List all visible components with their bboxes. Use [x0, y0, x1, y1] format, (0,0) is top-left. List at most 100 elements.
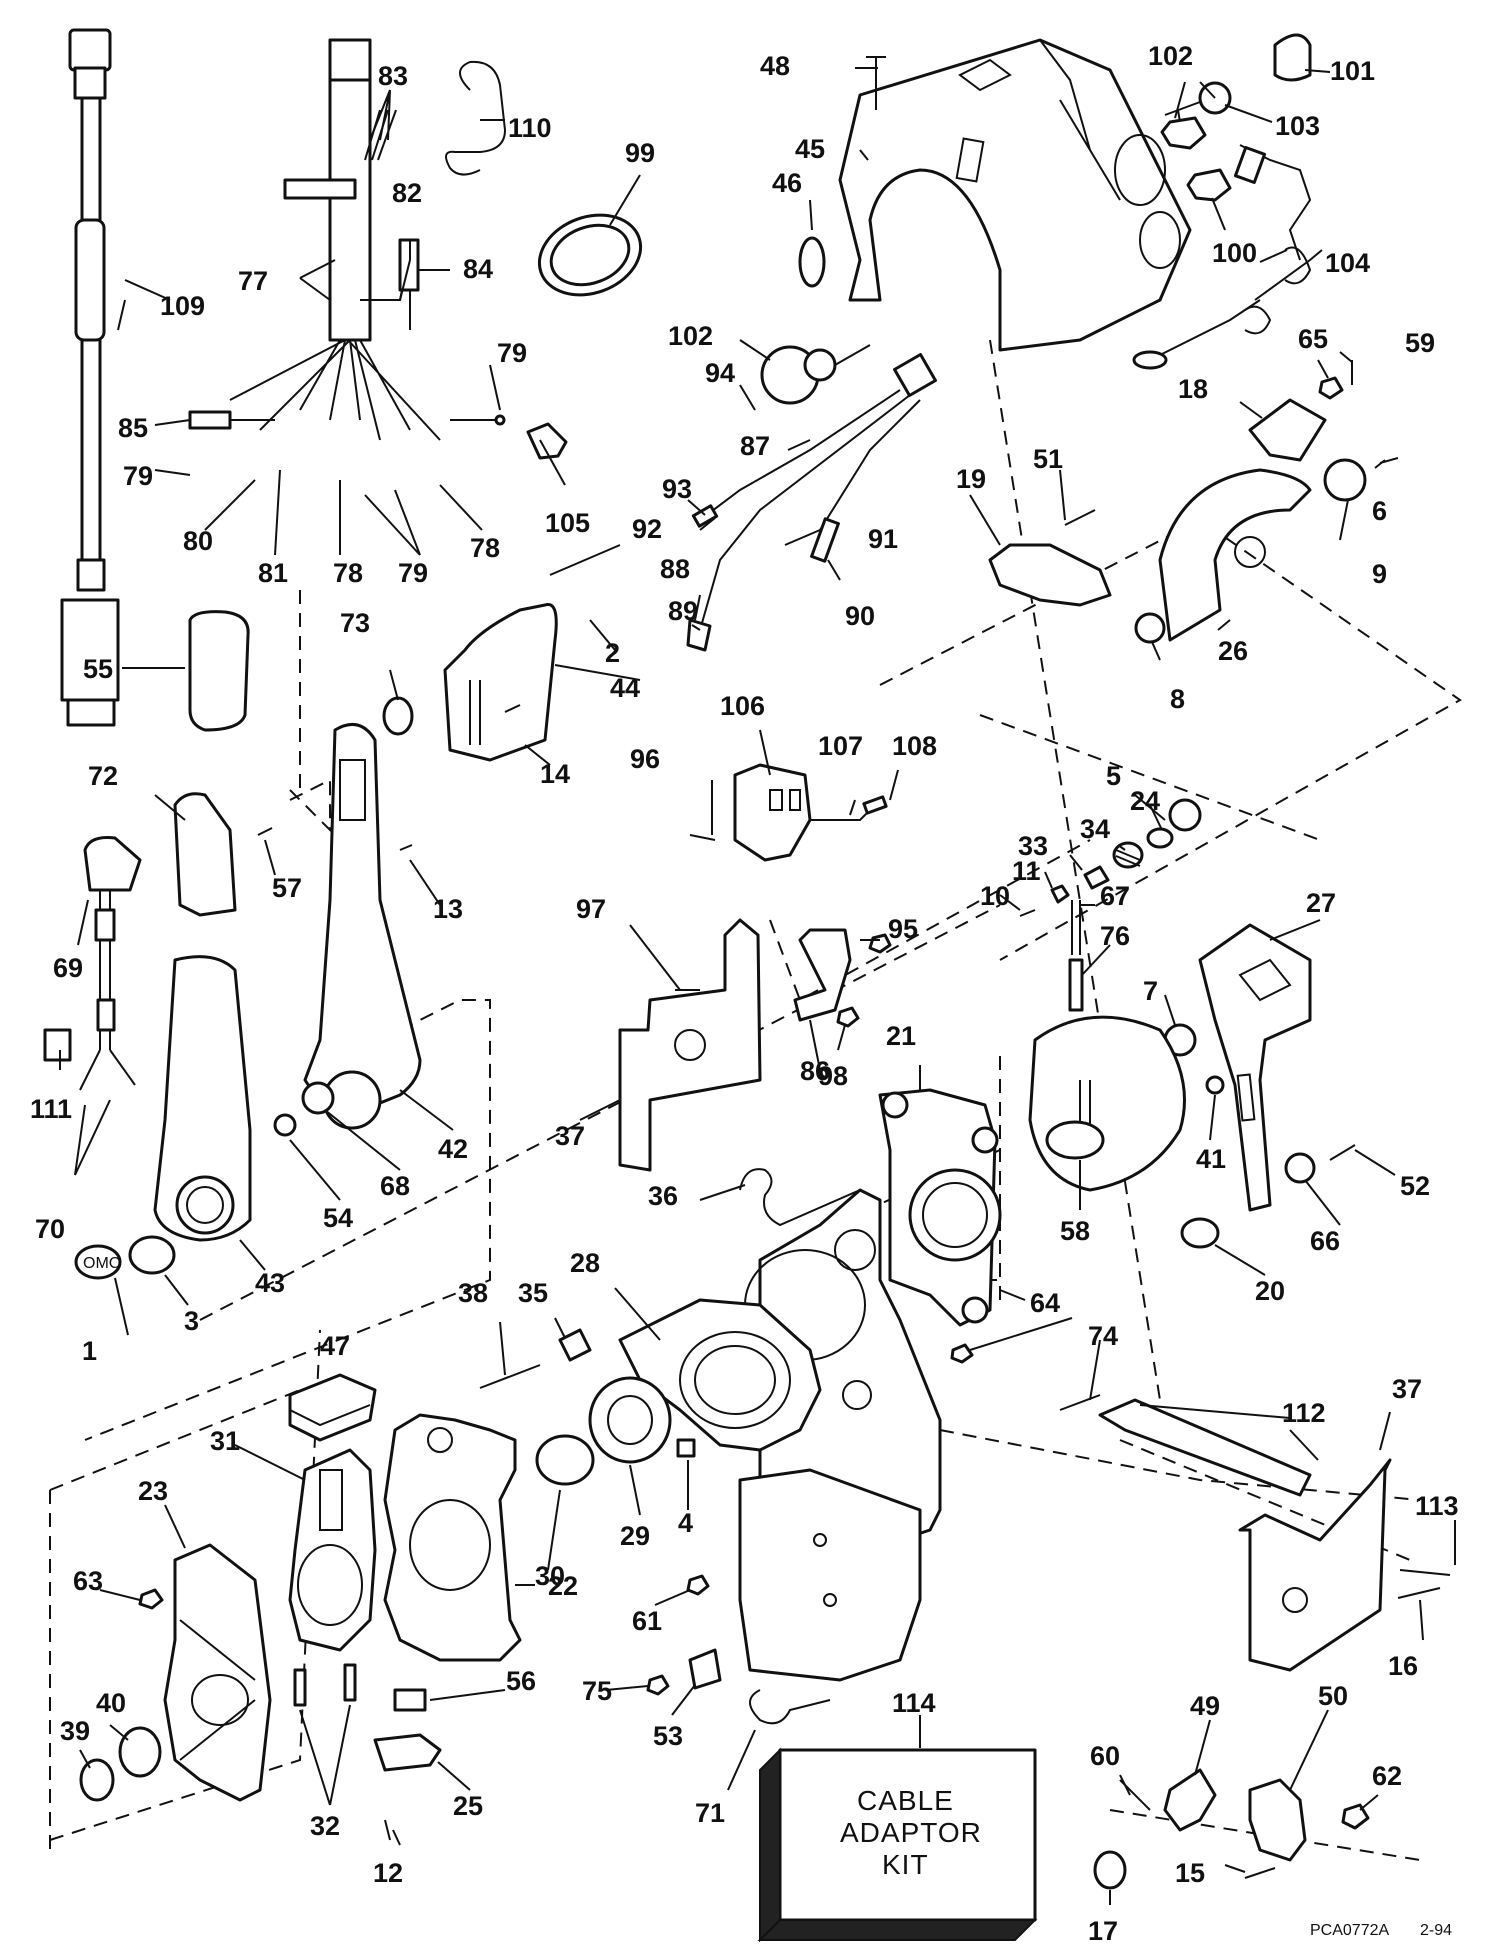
plug-105-part — [526, 422, 568, 460]
ball-5-part — [1168, 798, 1202, 832]
cable-adaptor-kit-box — [757, 1747, 1038, 1943]
callout-label: 15 — [1175, 1858, 1205, 1888]
screw-12-part — [384, 1819, 391, 1841]
callout-label: 82 — [392, 178, 422, 208]
bar-112-part — [1098, 1398, 1312, 1497]
handle-72-part — [173, 792, 237, 917]
bushing-20-part — [1180, 1217, 1220, 1249]
callout-label: 94 — [705, 358, 735, 388]
screw-2-part — [549, 544, 621, 576]
callout-label: 27 — [1306, 888, 1336, 918]
callout-label: 24 — [1130, 786, 1160, 816]
omc-logo-disc-part: OMC — [74, 1244, 122, 1280]
springs-32-part — [293, 1663, 357, 1707]
callout-label: 14 — [540, 759, 570, 789]
callout-label: 29 — [620, 1521, 650, 1551]
callout-label: 103 — [1275, 111, 1320, 141]
callout-label: 58 — [1060, 1216, 1090, 1246]
callout-label: 105 — [545, 508, 590, 538]
callout-label: 36 — [648, 1181, 678, 1211]
svg-text:OMC: OMC — [83, 1255, 120, 1272]
callout-label: 89 — [668, 596, 698, 626]
callout-label: 11 — [1012, 856, 1041, 886]
callout-label: 96 — [630, 744, 660, 774]
screw-48-part — [866, 56, 886, 110]
callout-label: 76 — [1100, 921, 1130, 951]
callout-label: 68 — [380, 1171, 410, 1201]
plate-25-part — [373, 1733, 442, 1772]
nut-62-part — [1341, 1803, 1370, 1830]
callout-label: 16 — [1388, 1651, 1418, 1681]
callout-label: 26 — [1218, 636, 1248, 666]
grommet-46-part — [798, 236, 826, 288]
callout-label: 86 — [800, 1056, 830, 1086]
screw-38-part — [479, 1364, 541, 1389]
pin-67-part — [1071, 900, 1081, 955]
callout-label: 1 — [82, 1336, 97, 1366]
back-plate-23-part — [163, 1543, 272, 1802]
callout-label: 42 — [438, 1134, 468, 1164]
callout-label: 30 — [535, 1561, 565, 1591]
spring-36-part — [739, 1168, 861, 1227]
callout-labels: 1 2 3 4 5 6 7 8 9 10 11 12 13 14 15 16 1… — [30, 41, 1459, 1946]
callout-label: 95 — [888, 914, 918, 944]
callout-label: 77 — [238, 266, 268, 296]
callout-label: 55 — [83, 654, 113, 684]
cover-55-part — [188, 610, 250, 732]
bracket-18-part — [1248, 398, 1327, 462]
callout-label: 87 — [740, 431, 770, 461]
screw-10-part — [1019, 909, 1036, 917]
callout-label: 49 — [1190, 1691, 1220, 1721]
callout-label: 85 — [118, 413, 148, 443]
callout-label: 113 — [1415, 1491, 1459, 1521]
callout-label: 101 — [1330, 56, 1375, 86]
screw-14-part — [504, 704, 521, 713]
callout-label: 48 — [760, 51, 790, 81]
arm-26-part — [1158, 468, 1312, 642]
callout-label: 78 — [333, 558, 363, 588]
nut-65-part — [1318, 376, 1344, 400]
callout-label: 17 — [1088, 1916, 1118, 1946]
callout-label: 23 — [138, 1476, 168, 1506]
ring-3-part — [128, 1235, 176, 1275]
bracket-27-part — [1198, 923, 1312, 1212]
nut-98-part — [836, 1006, 860, 1028]
callout-label: 88 — [660, 554, 690, 584]
callout-label: 20 — [1255, 1276, 1285, 1306]
callout-label: 45 — [795, 134, 825, 164]
callout-label: 38 — [458, 1278, 488, 1308]
callout-label: 40 — [96, 1688, 126, 1718]
housing-plate-22-part — [383, 1413, 522, 1662]
callout-label: 106 — [720, 691, 765, 721]
screw-74-part — [1059, 1394, 1101, 1411]
pin-76-part — [1068, 958, 1084, 1012]
callout-label: 3 — [184, 1306, 199, 1336]
callout-label: 6 — [1372, 496, 1387, 526]
callout-label: 12 — [373, 1858, 403, 1888]
date-code: 2-94 — [1420, 1922, 1452, 1939]
callout-label: 37 — [555, 1121, 585, 1151]
knob-101-part — [1273, 33, 1312, 82]
lower-bracket-part — [738, 1468, 922, 1682]
leads-87-part — [686, 353, 937, 652]
callout-label: 84 — [463, 254, 493, 284]
switch-69-part — [79, 836, 142, 1091]
callout-label: 74 — [1088, 1321, 1118, 1351]
callout-label: 39 — [60, 1716, 90, 1746]
handle-43-part — [153, 955, 252, 1242]
screw-16-part — [1397, 1587, 1441, 1599]
nut-64-part — [950, 1343, 974, 1364]
screw-51-part — [1064, 509, 1096, 526]
washer-68-part — [301, 1081, 335, 1115]
bracket-37-lower-part — [1238, 1458, 1392, 1672]
callout-label: 70 — [35, 1214, 65, 1244]
callout-label: 5 — [1106, 761, 1121, 791]
callout-label: 37 — [1392, 1374, 1422, 1404]
screw-113-part — [1399, 1569, 1451, 1576]
callout-label: 111 — [30, 1094, 72, 1124]
callout-label: 110 — [508, 113, 552, 143]
callout-label: 35 — [518, 1278, 548, 1308]
ignition-switch-part — [760, 344, 871, 405]
callout-label: 79 — [497, 338, 527, 368]
callout-label: 83 — [378, 61, 408, 91]
